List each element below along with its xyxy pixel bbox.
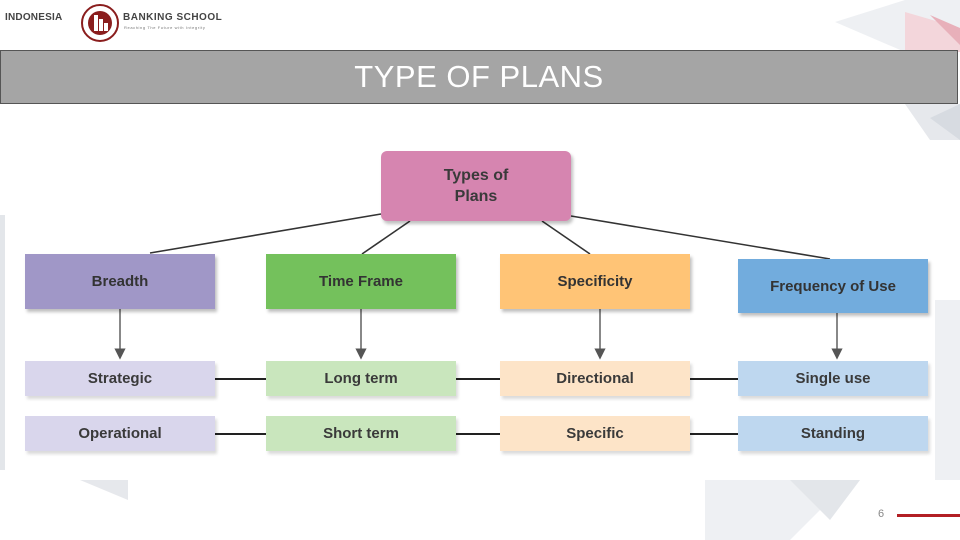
- item-single-use: Single use: [738, 361, 928, 396]
- item-short-term: Short term: [266, 416, 456, 451]
- logo-right-text: BANKING SCHOOL: [123, 12, 223, 23]
- logo-left-text: INDONESIA: [5, 12, 63, 23]
- page-number: 6: [878, 508, 885, 520]
- root-label: Types of Plans: [443, 167, 509, 205]
- item-directional: Directional: [500, 361, 690, 396]
- item-label: Single use: [795, 370, 871, 387]
- item-label: Short term: [323, 425, 399, 442]
- item-label: Directional: [556, 370, 634, 387]
- root-node: Types of Plans: [381, 151, 571, 221]
- item-label: Standing: [800, 425, 866, 442]
- category-label: Breadth: [91, 273, 149, 290]
- category-label: Specificity: [557, 273, 633, 290]
- logo-tagline: Reaching The Future with Integrity: [124, 25, 206, 30]
- category-label: Frequency of Use: [770, 277, 896, 295]
- item-standing: Standing: [738, 416, 928, 451]
- item-long-term: Long term: [266, 361, 456, 396]
- logo-seal-icon: [81, 4, 119, 42]
- category-frequency-of-use: Frequency of Use: [738, 259, 928, 313]
- item-specific: Specific: [500, 416, 690, 451]
- item-label: Operational: [78, 425, 162, 442]
- slide-title: TYPE OF PLANS: [354, 59, 604, 94]
- item-operational: Operational: [25, 416, 215, 451]
- title-bar: TYPE OF PLANS: [0, 50, 958, 104]
- category-time-frame: Time Frame: [266, 254, 456, 309]
- category-breadth: Breadth: [25, 254, 215, 309]
- item-label: Specific: [566, 425, 624, 442]
- category-label: Time Frame: [319, 273, 403, 290]
- item-strategic: Strategic: [25, 361, 215, 396]
- category-specificity: Specificity: [500, 254, 690, 309]
- item-label: Strategic: [87, 370, 153, 387]
- footer-accent-line: [897, 514, 960, 517]
- item-label: Long term: [324, 370, 398, 387]
